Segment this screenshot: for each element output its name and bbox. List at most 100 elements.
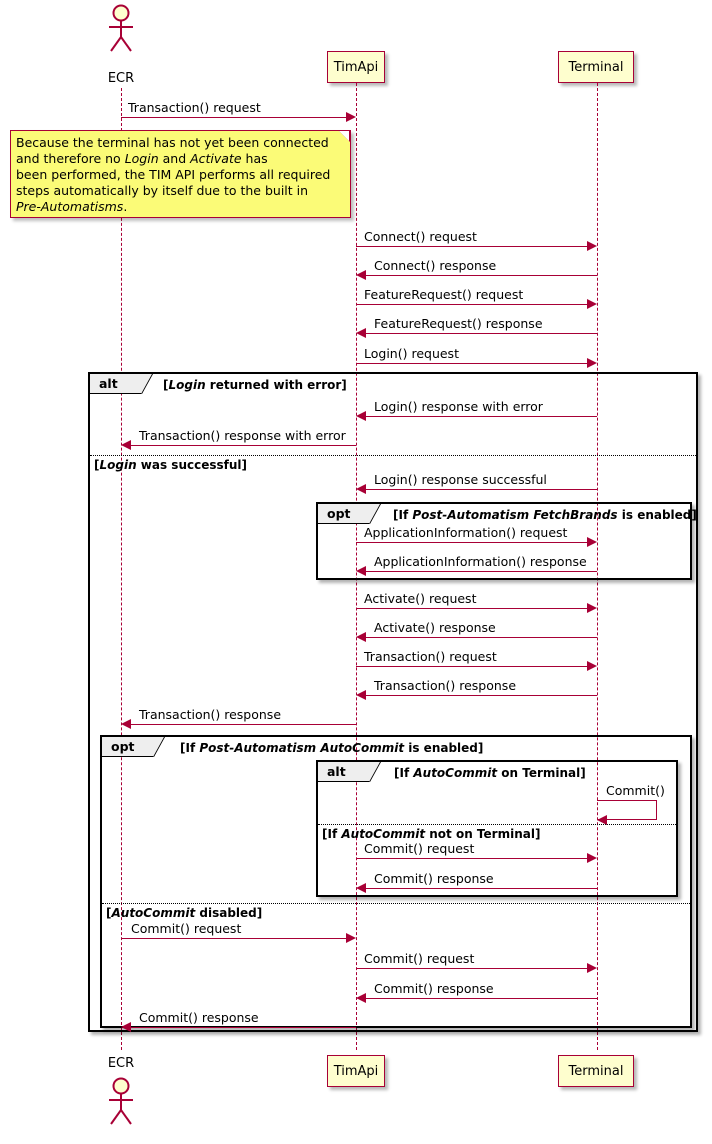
message-line-featurerequest-response bbox=[362, 333, 597, 334]
message-label-activate-response: Activate() response bbox=[374, 620, 496, 635]
note-line-4: steps automatically by itself due to the… bbox=[16, 183, 309, 198]
arrow-left-icon bbox=[356, 484, 366, 494]
fragment-type-label: opt bbox=[327, 506, 351, 521]
message-line-connect-response bbox=[362, 275, 597, 276]
participant-box-terminal-top[interactable]: Terminal bbox=[558, 51, 634, 83]
message-label-commit-request-ecr: Commit() request bbox=[131, 921, 242, 936]
fragment-condition-alt-autocommit-2: [If AutoCommit not on Terminal] bbox=[322, 827, 541, 841]
fragment-alt-autocommit-terminal bbox=[316, 760, 678, 897]
message-label-applicationinformation-response: ApplicationInformation() response bbox=[374, 554, 587, 569]
fragment-condition-alt-autocommit-1: [If AutoCommit on Terminal] bbox=[394, 766, 586, 780]
arrow-left-icon bbox=[356, 993, 366, 1003]
actor-figure-icon bbox=[109, 4, 133, 52]
message-label-commit-response-ecr: Commit() response bbox=[139, 1010, 259, 1025]
arrow-left-icon bbox=[356, 411, 366, 421]
message-line-applicationinformation-request bbox=[356, 542, 590, 543]
message-line-commit-response-terminal bbox=[362, 998, 597, 999]
message-line-transaction-request bbox=[121, 117, 349, 118]
note-line-3: been performed, the TIM API performs all… bbox=[16, 167, 331, 182]
fragment-tab-alt-autocommit: alt bbox=[318, 762, 370, 782]
message-line-transaction-request-2 bbox=[356, 666, 590, 667]
message-line-transaction-response-2 bbox=[362, 695, 597, 696]
fragment-divider-alt-login bbox=[90, 455, 696, 456]
fragment-tab-notch-fill-icon bbox=[141, 374, 152, 394]
participant-box-timapi-bottom[interactable]: TimApi bbox=[327, 1055, 385, 1087]
note-fold-inner-icon bbox=[339, 131, 349, 141]
message-label-commit-request-terminal: Commit() request bbox=[364, 951, 475, 966]
message-line-commit-response-ecr bbox=[127, 1027, 356, 1028]
message-label-connect-request: Connect() request bbox=[364, 229, 477, 244]
message-label-activate-request: Activate() request bbox=[364, 591, 477, 606]
message-label-login-response-error: Login() response with error bbox=[374, 399, 543, 414]
message-line-connect-request bbox=[356, 246, 590, 247]
message-line-login-request bbox=[356, 363, 590, 364]
fragment-condition-alt-login-2: [Login was successful] bbox=[94, 458, 248, 472]
participant-box-timapi-top[interactable]: TimApi bbox=[327, 51, 385, 83]
fragment-type-label: opt bbox=[111, 739, 135, 754]
message-line-login-response-successful bbox=[362, 489, 597, 490]
participant-box-terminal-bottom[interactable]: Terminal bbox=[558, 1055, 634, 1087]
arrow-left-icon bbox=[356, 328, 366, 338]
note-pre-automatisms: Because the terminal has not yet been co… bbox=[10, 130, 351, 218]
message-line-applicationinformation-response bbox=[362, 571, 597, 572]
message-label-commit-response-terminal: Commit() response bbox=[374, 981, 494, 996]
message-line-commit-request-ecr bbox=[121, 938, 349, 939]
arrow-left-icon bbox=[121, 1022, 131, 1032]
fragment-tab-notch-fill-icon bbox=[369, 762, 380, 782]
message-label-login-request: Login() request bbox=[364, 346, 459, 361]
arrow-left-icon bbox=[356, 690, 366, 700]
fragment-condition-autocommit-disabled: [AutoCommit disabled] bbox=[106, 906, 263, 920]
arrow-right-icon bbox=[587, 299, 597, 309]
message-label-commit-self: Commit() bbox=[606, 783, 665, 798]
fragment-tab-opt-fetchbrands: opt bbox=[318, 504, 370, 524]
message-line-activate-response bbox=[362, 637, 597, 638]
message-label-applicationinformation-request: ApplicationInformation() request bbox=[364, 525, 568, 540]
arrow-right-icon bbox=[587, 661, 597, 671]
arrow-left-icon bbox=[597, 815, 607, 825]
fragment-tab-notch-fill-icon bbox=[369, 504, 380, 524]
arrow-right-icon bbox=[587, 963, 597, 973]
arrow-right-icon bbox=[587, 853, 597, 863]
message-self-loop-commit bbox=[597, 800, 657, 820]
arrow-right-icon bbox=[587, 537, 597, 547]
fragment-alt-login bbox=[88, 372, 698, 1032]
arrow-left-icon bbox=[121, 719, 131, 729]
message-label-featurerequest-response: FeatureRequest() response bbox=[374, 316, 543, 331]
message-line-login-response-error bbox=[362, 416, 597, 417]
arrow-right-icon bbox=[587, 241, 597, 251]
fragment-type-label: alt bbox=[327, 764, 346, 779]
lifeline-ecr bbox=[121, 88, 122, 1050]
arrow-right-icon bbox=[346, 112, 356, 122]
arrow-left-icon bbox=[356, 566, 366, 576]
arrow-left-icon bbox=[356, 632, 366, 642]
participant-label-timapi-bottom: TimApi bbox=[333, 1063, 379, 1079]
arrow-right-icon bbox=[346, 933, 356, 943]
message-label-commit-response-inner: Commit() response bbox=[374, 871, 494, 886]
message-label-transaction-response-ecr: Transaction() response bbox=[139, 707, 282, 722]
fragment-divider-alt-autocommit bbox=[318, 824, 676, 825]
note-line-2: and therefore no Login and Activate has bbox=[16, 151, 268, 166]
arrow-left-icon bbox=[356, 883, 366, 893]
arrow-left-icon bbox=[356, 270, 366, 280]
message-line-commit-request-terminal bbox=[356, 968, 590, 969]
note-line-1: Because the terminal has not yet been co… bbox=[16, 135, 329, 150]
message-label-transaction-request: Transaction() request bbox=[128, 100, 261, 115]
message-line-transaction-response-error bbox=[127, 445, 356, 446]
message-line-transaction-response-ecr bbox=[127, 724, 356, 725]
participant-label-ecr-bottom: ECR bbox=[107, 1056, 135, 1071]
arrow-right-icon bbox=[587, 603, 597, 613]
message-line-commit-response-inner bbox=[362, 888, 597, 889]
message-label-transaction-request-2: Transaction() request bbox=[364, 649, 497, 664]
lifeline-terminal bbox=[597, 83, 598, 1050]
actor-ecr-bottom bbox=[101, 1077, 141, 1125]
participant-label-terminal-top: Terminal bbox=[568, 59, 624, 75]
participant-label-ecr-top: ECR bbox=[107, 71, 135, 86]
fragment-condition-opt-autocommit: [If Post-Automatism AutoCommit is enable… bbox=[180, 741, 484, 755]
message-label-login-response-successful: Login() response successful bbox=[374, 472, 547, 487]
message-line-activate-request bbox=[356, 608, 590, 609]
message-label-featurerequest-request: FeatureRequest() request bbox=[364, 287, 524, 302]
fragment-condition-opt-fetchbrands: [If Post-Automatism FetchBrands is enabl… bbox=[393, 508, 697, 522]
fragment-condition-alt-login-1: [Login returned with error] bbox=[163, 378, 347, 392]
note-line-5: Pre-Automatisms. bbox=[16, 199, 128, 214]
